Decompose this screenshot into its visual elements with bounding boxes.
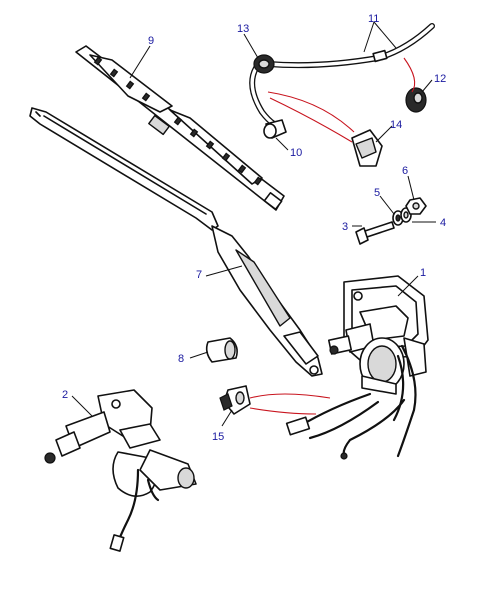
callout-13: 13 <box>237 23 249 35</box>
connector-15 <box>219 385 251 415</box>
callout-6: 6 <box>402 165 408 177</box>
callout-8: 8 <box>178 353 184 365</box>
bolt-3 <box>355 221 395 245</box>
hose-clip-14 <box>351 129 383 167</box>
callout-12: 12 <box>434 73 446 85</box>
callout-9: 9 <box>148 35 154 47</box>
washer-hose <box>249 23 435 127</box>
leader-lines <box>71 21 436 427</box>
callout-15: 15 <box>212 431 224 443</box>
callout-7: 7 <box>196 269 202 281</box>
grommet-13 <box>253 54 275 74</box>
callout-labels: 1 2 3 4 5 6 7 8 9 10 11 12 13 14 15 <box>62 13 446 443</box>
motor-harness <box>285 392 406 460</box>
callout-5: 5 <box>374 187 380 199</box>
alternate-wiper-motor <box>44 389 197 552</box>
nut-6 <box>405 197 427 215</box>
callout-2: 2 <box>62 389 68 401</box>
wiper-motor-assembly <box>327 275 429 458</box>
callout-11: 11 <box>368 13 379 25</box>
callout-3: 3 <box>342 221 348 233</box>
wiper-blade <box>75 45 285 211</box>
callout-10: 10 <box>290 147 302 159</box>
cap-8 <box>205 337 238 363</box>
washer-jet-10 <box>263 119 287 139</box>
grommet-12 <box>405 87 427 113</box>
callout-1: 1 <box>420 267 426 279</box>
callout-14: 14 <box>390 119 402 131</box>
red-leader-lines <box>249 57 416 415</box>
callout-4: 4 <box>440 217 446 229</box>
wiper-arm <box>29 107 323 377</box>
